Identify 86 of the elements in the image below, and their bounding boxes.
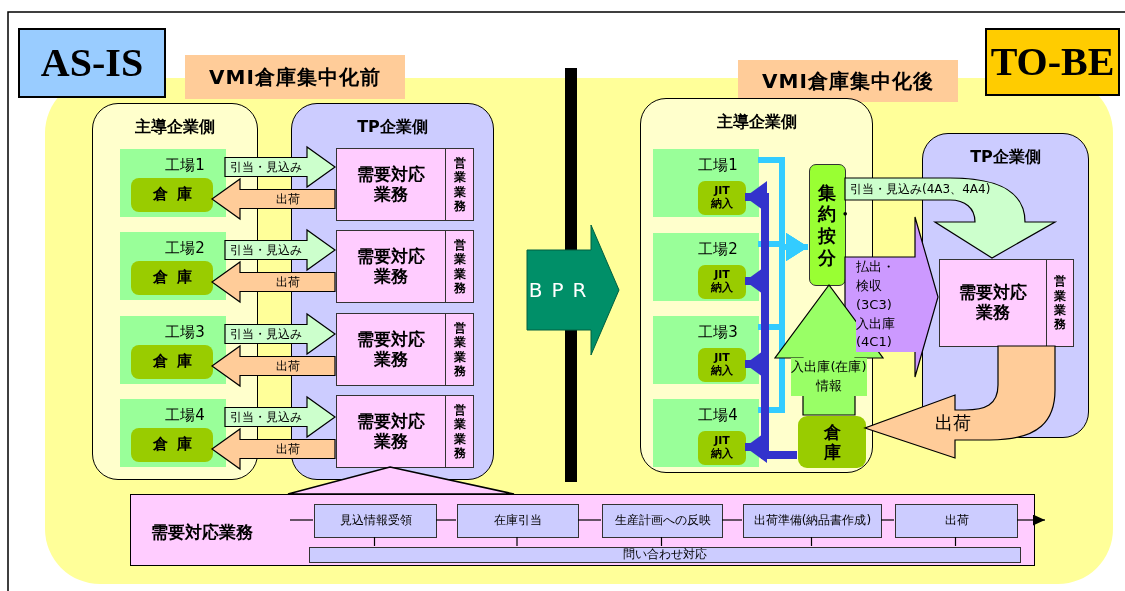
factory-label: 工場3 [697,324,739,342]
factory-label: 工場4 [164,407,206,425]
block-arrow [210,260,336,304]
factory-box [120,399,226,467]
edge-label: 引当・見込み(4A3、4A4) [850,182,991,197]
edge-label: 引当・見込み [230,410,302,425]
edge-label: 出荷 [275,442,300,457]
step-box: 生産計画への反映 [602,504,723,538]
connector-line [660,536,663,547]
process-box: 需要対応業務 [939,259,1047,347]
factory-label: 工場1 [164,157,206,175]
connector-line [810,536,813,547]
title-tag: AS-IS [18,28,166,98]
edge-label: 払出・検収(3C3)入出庫(4C1) [856,258,916,353]
connector-line [880,519,895,521]
connector-line [435,519,457,521]
block-arrow [224,228,337,272]
block-arrow [210,177,336,221]
factory-box [120,149,226,217]
edge-label: 出荷 [275,359,300,374]
warehouse-box: 倉庫 [798,416,866,468]
support-bar: 問い合わせ対応 [309,547,1021,563]
factory-box [653,149,759,217]
connector-line [289,519,314,521]
panel-title: 主導企業側 [134,118,216,137]
connector-line [373,536,376,547]
connector-line [954,536,957,547]
block-arrow [210,427,336,471]
edge-label: 出荷 [275,192,300,207]
block-arrow [844,177,1056,259]
panel-title: 主導企業側 [715,113,798,132]
sales-box: 営業業務 [1047,259,1074,347]
factory-label: 工場2 [164,240,206,258]
arrow [1016,514,1046,526]
delivery-box: JIT納入 [698,431,746,465]
factory-box [653,233,759,301]
panel-title: 需要対応業務 [151,523,253,543]
step-box: 見込情報受領 [314,504,437,538]
factory-label: 工場3 [164,324,206,342]
factory-label: 工場4 [697,407,739,425]
title-tag: TO-BE [985,28,1120,96]
edge-label: 引当・見込み [230,243,302,258]
panel-title: TP企業側 [356,118,429,137]
connector-line [516,536,518,547]
connector-line [577,519,602,521]
sales-box: 営業業務 [446,230,474,303]
connector-line [721,519,743,521]
block-arrow: BPR [527,225,619,355]
factory-box [120,316,226,384]
warehouse-box: 倉庫 [131,178,213,212]
block-arrow [224,145,337,189]
edge-label: 出荷 [935,412,971,434]
process-box: 需要対応業務 [336,148,446,221]
factory-label: 工場1 [697,157,739,175]
process-bar: 集約・按分 [809,164,846,286]
edge-label: 入出庫(在庫)情報 [791,358,867,396]
heading-band: VMI倉庫集中化前 [185,55,405,99]
process-box: 需要対応業務 [336,395,446,468]
delivery-box: JIT納入 [698,265,746,299]
block-arrow [864,345,1056,459]
panel-title: TP企業側 [969,148,1042,167]
sales-box: 営業業務 [446,148,474,221]
sales-box: 営業業務 [446,395,474,468]
sales-box: 営業業務 [446,313,474,386]
warehouse-box: 倉庫 [131,428,213,462]
factory-box [653,316,759,384]
callout-wedge [287,466,515,495]
delivery-box: JIT納入 [698,181,746,215]
step-box: 在庫引当 [457,504,579,538]
block-arrow [224,312,337,356]
warehouse-box: 倉庫 [131,261,213,295]
delivery-box: JIT納入 [698,348,746,382]
step-box: 出荷 [895,504,1018,538]
factory-box [653,399,759,467]
edge-label: 出荷 [275,275,300,290]
step-box: 出荷準備(納品書作成) [743,504,882,538]
factory-label: 工場2 [697,241,739,259]
block-arrow [210,344,336,388]
process-box: 需要対応業務 [336,313,446,386]
factory-box [120,232,226,300]
warehouse-box: 倉庫 [131,345,213,379]
process-box: 需要対応業務 [336,230,446,303]
edge-label: 引当・見込み [230,160,302,175]
edge-label: 引当・見込み [230,327,302,342]
block-arrow [224,395,337,439]
heading-band: VMI倉庫集中化後 [738,60,958,102]
